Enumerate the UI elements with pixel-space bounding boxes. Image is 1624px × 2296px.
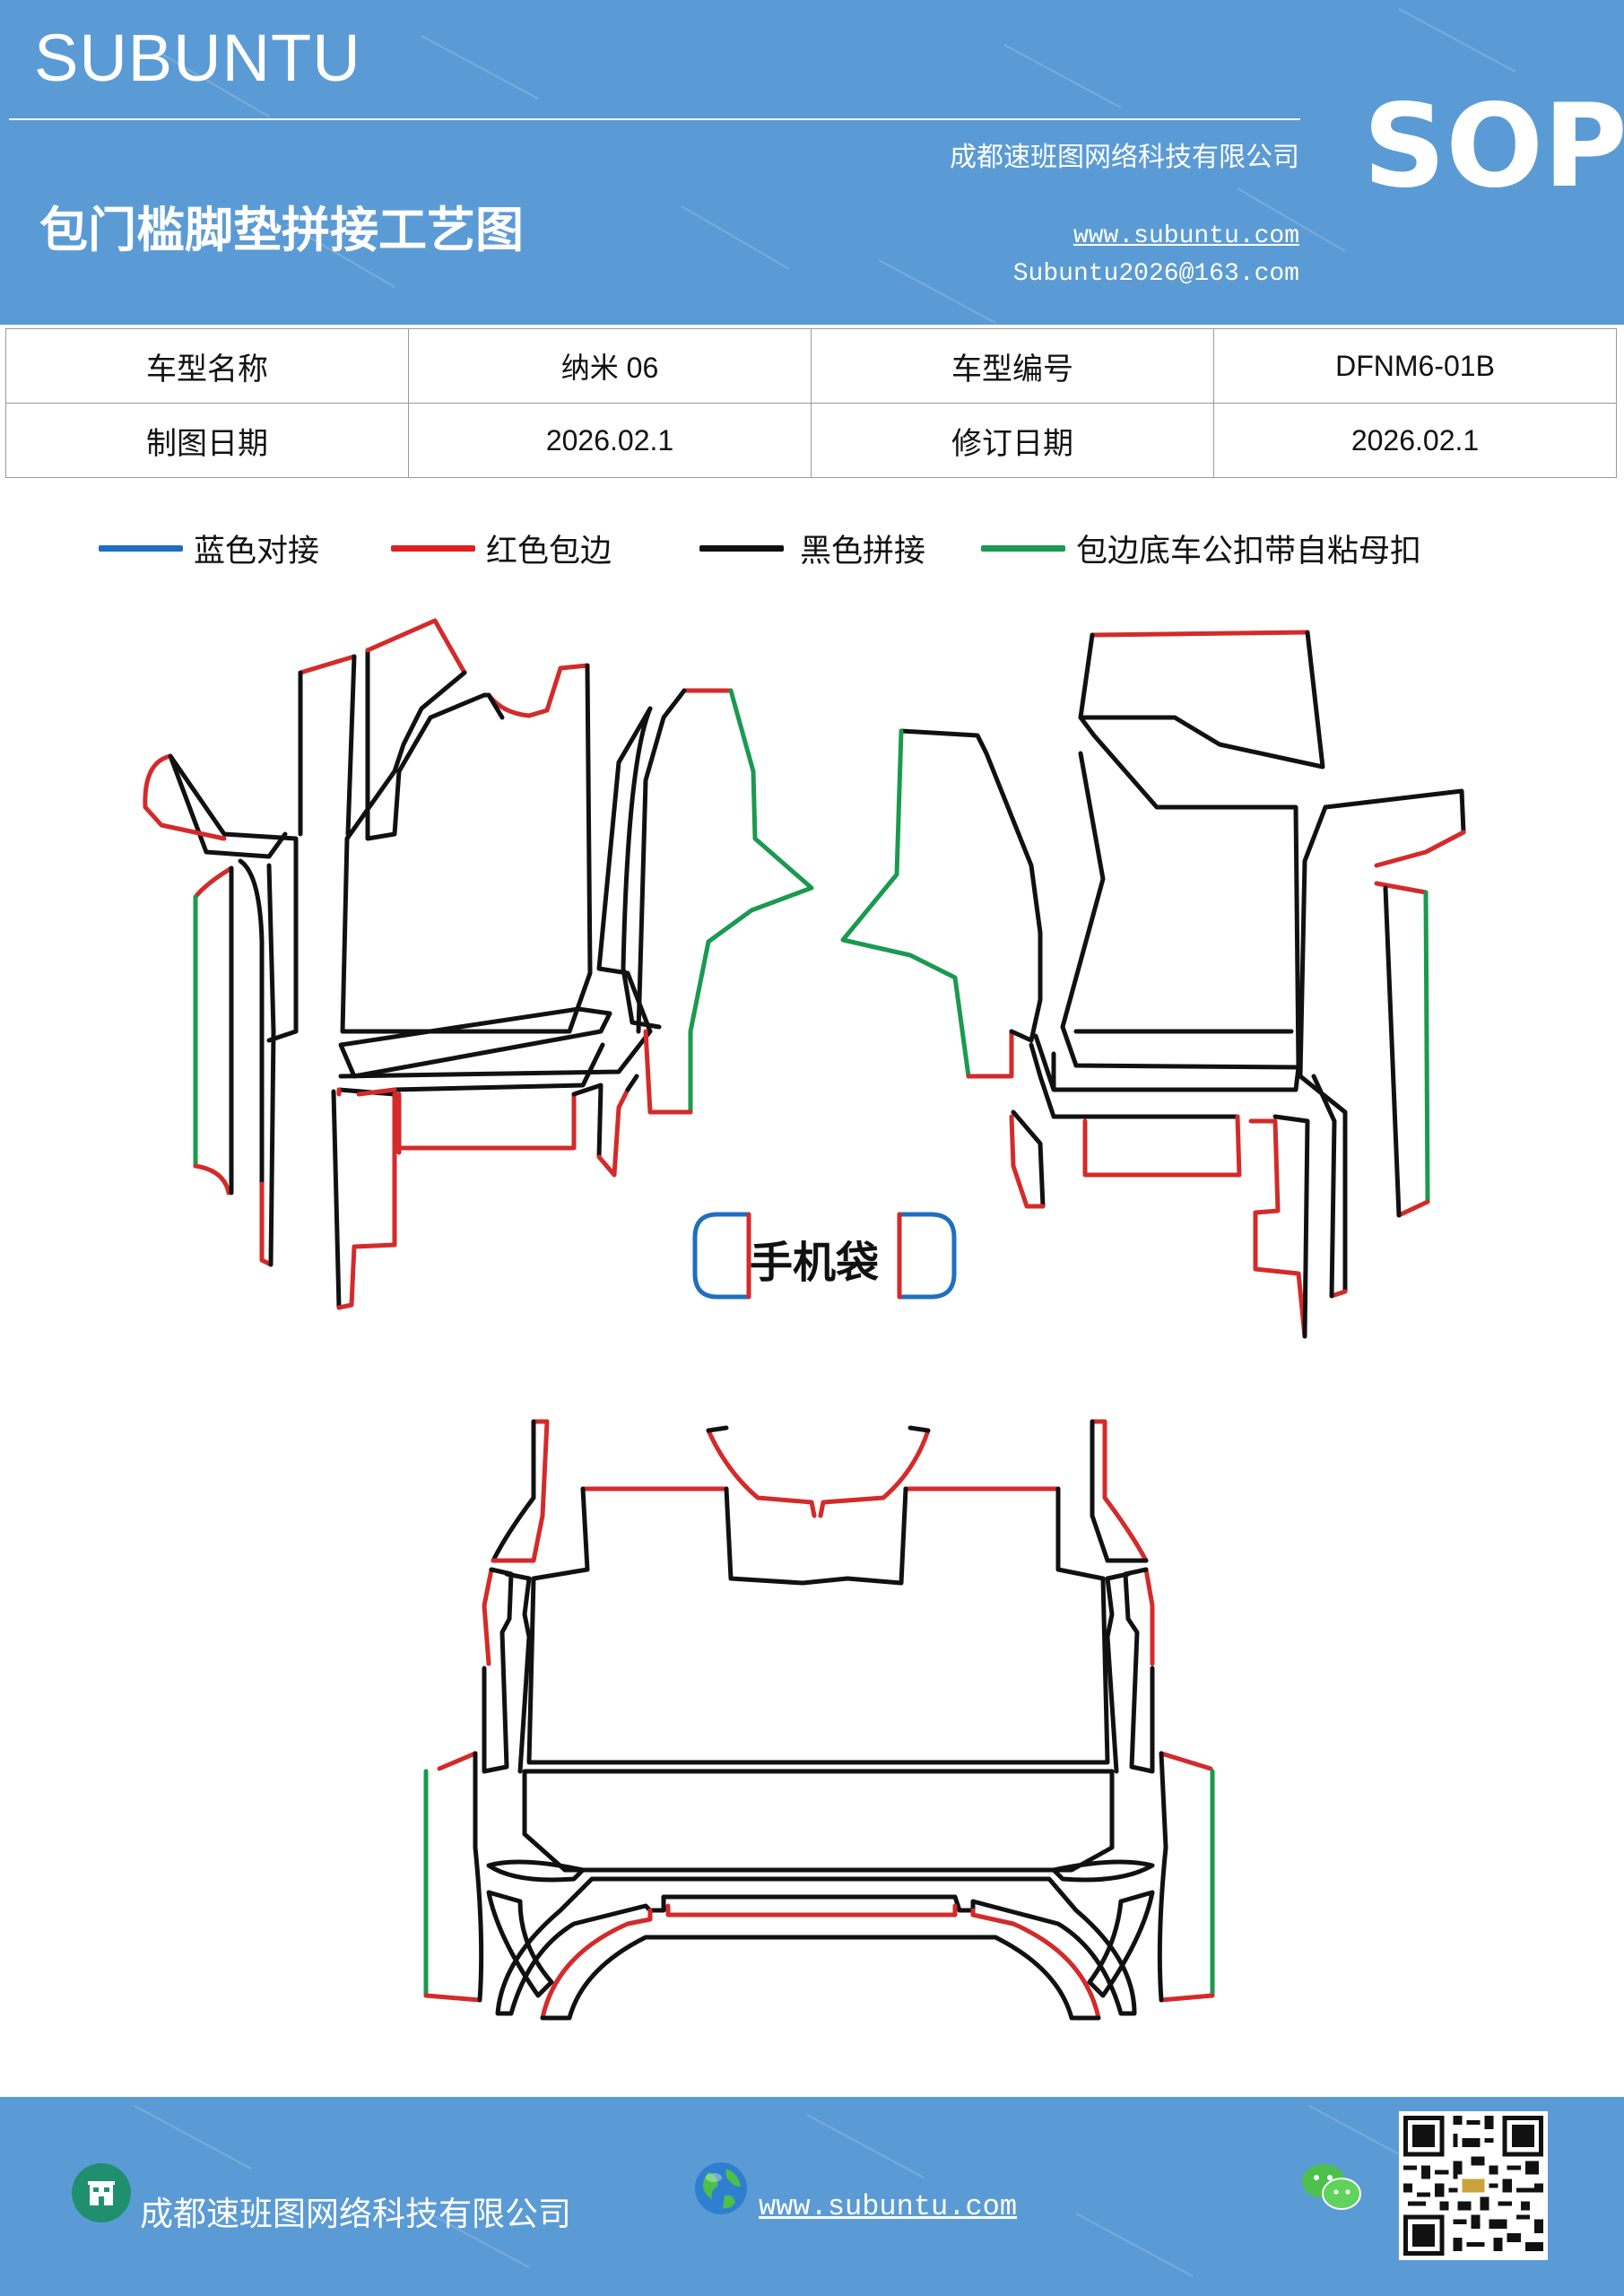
document-title: 包门槛脚垫拼接工艺图 <box>39 201 524 258</box>
rear-mat-group <box>423 1419 1215 2021</box>
model-name-value: 纳米 06 <box>408 328 812 404</box>
legend-swatch-red <box>391 544 475 552</box>
legend-label: 包边底车公扣带自粘母扣 <box>1076 533 1422 570</box>
drawing-date-label: 制图日期 <box>5 403 409 478</box>
building-icon <box>72 2163 131 2222</box>
legend-label: 黑色拼接 <box>800 533 926 570</box>
legend-swatch-green <box>981 544 1065 552</box>
website-link[interactable]: www.subuntu.com <box>1073 222 1299 250</box>
vehicle-info-table: 车型名称 纳米 06 车型编号 DFNM6-01B 制图日期 2026.02.1… <box>5 328 1617 478</box>
legend-red-edge-binding: 红色包边 <box>391 526 612 570</box>
legend-blue-butt-joint: 蓝色对接 <box>99 526 319 570</box>
phone-pocket-group <box>692 1212 957 1300</box>
footer-banner: 成都速班图网络科技有限公司 www.subuntu.com <box>0 2097 1624 2296</box>
footer-company-name: 成都速班图网络科技有限公司 <box>140 2195 571 2233</box>
table-row: 车型名称 纳米 06 车型编号 DFNM6-01B <box>5 328 1617 404</box>
table-row: 制图日期 2026.02.1 修订日期 2026.02.1 <box>5 403 1617 478</box>
header-banner: SUBUNTU 成都速班图网络科技有限公司 包门槛脚垫拼接工艺图 www.sub… <box>0 0 1624 325</box>
wechat-icon <box>1302 2164 1361 2210</box>
company-name: 成都速班图网络科技有限公司 <box>950 142 1299 173</box>
header-divider <box>9 118 1300 120</box>
phone-pocket-label: 手机袋 <box>750 1238 880 1288</box>
sop-badge: SOP <box>1363 80 1624 213</box>
email-address[interactable]: Subuntu2026@163.com <box>1012 260 1299 288</box>
revision-date-label: 修订日期 <box>811 403 1214 478</box>
model-code-value: DFNM6-01B <box>1213 328 1617 404</box>
qr-code[interactable] <box>1399 2111 1548 2260</box>
legend-label: 红色包边 <box>486 533 612 570</box>
footer-website-link[interactable]: www.subuntu.com <box>759 2190 1018 2223</box>
front-right-mat-group <box>840 630 1466 1339</box>
drawing-date-value: 2026.02.1 <box>408 403 812 478</box>
legend-black-stitch: 黑色拼接 <box>699 526 925 570</box>
brand-name: SUBUNTU <box>34 21 361 95</box>
legend-swatch-black <box>699 544 784 552</box>
globe-icon <box>695 2162 747 2214</box>
legend-label: 蓝色对接 <box>194 533 320 570</box>
legend-green-velcro: 包边底车公扣带自粘母扣 <box>981 526 1421 570</box>
legend-swatch-blue <box>99 544 183 552</box>
revision-date-value: 2026.02.1 <box>1213 403 1617 478</box>
front-left-mat-group <box>143 618 814 1310</box>
